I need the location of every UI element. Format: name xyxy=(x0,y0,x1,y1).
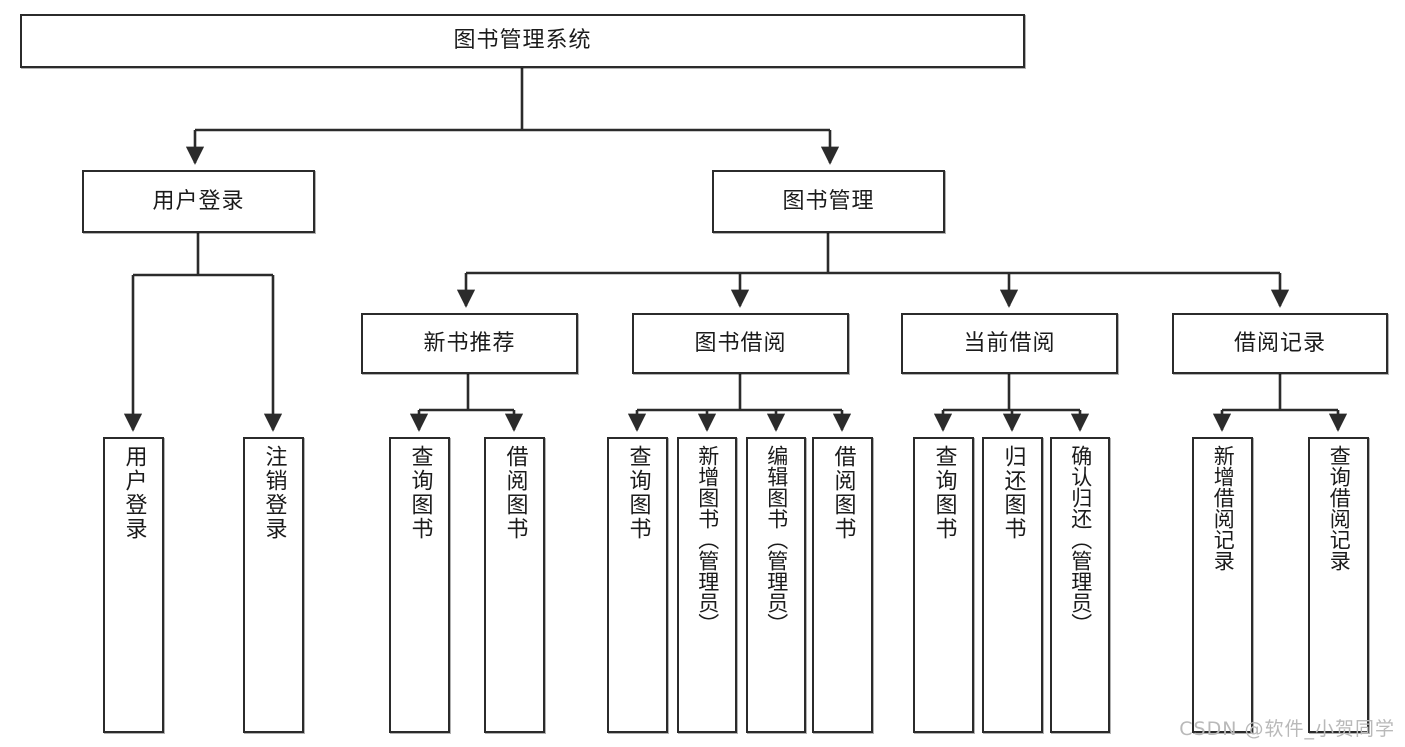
node-leaf-record-query[interactable]: 查询借阅记录 xyxy=(1308,437,1369,733)
node-leaf-return-book-label: 归还图书 xyxy=(1000,445,1026,541)
node-leaf-book-borrow[interactable]: 借阅图书 xyxy=(812,437,873,733)
node-leaf-record-add[interactable]: 新增借阅记录 xyxy=(1192,437,1253,733)
node-leaf-book-edit[interactable]: 编辑图书（管理员） xyxy=(746,437,806,733)
node-leaf-record-query-label: 查询借阅记录 xyxy=(1327,445,1352,571)
node-leaf-newbook-borrow-label: 借阅图书 xyxy=(502,445,528,541)
node-borrow[interactable]: 图书借阅 xyxy=(632,313,849,374)
node-leaf-borrow-query-label: 查询图书 xyxy=(625,445,651,541)
node-leaf-borrow-query[interactable]: 查询图书 xyxy=(607,437,668,733)
node-current[interactable]: 当前借阅 xyxy=(901,313,1118,374)
node-leaf-newbook-query-label: 查询图书 xyxy=(407,445,433,541)
node-newbook-label: 新书推荐 xyxy=(423,330,516,356)
node-leaf-confirm-return-label: 确认归还（管理员） xyxy=(1068,445,1093,634)
csdn-watermark: CSDN @软件_小贺同学 xyxy=(1179,718,1395,740)
node-root-label: 图书管理系统 xyxy=(453,28,592,54)
node-record-label: 借阅记录 xyxy=(1233,330,1326,356)
node-leaf-book-add[interactable]: 新增图书（管理员） xyxy=(677,437,737,733)
node-leaf-user-login-label: 用户登录 xyxy=(121,445,147,541)
node-borrow-label: 图书借阅 xyxy=(694,330,787,356)
node-login-label: 用户登录 xyxy=(152,188,245,214)
node-leaf-logout[interactable]: 注销登录 xyxy=(243,437,304,733)
node-leaf-book-add-label: 新增图书（管理员） xyxy=(695,445,720,634)
node-leaf-current-query-label: 查询图书 xyxy=(931,445,957,541)
node-login[interactable]: 用户登录 xyxy=(82,170,315,233)
node-leaf-current-query[interactable]: 查询图书 xyxy=(913,437,974,733)
node-bookmgmt-label: 图书管理 xyxy=(782,188,875,214)
node-leaf-book-edit-label: 编辑图书（管理员） xyxy=(764,445,789,634)
node-leaf-logout-label: 注销登录 xyxy=(261,445,287,541)
node-newbook[interactable]: 新书推荐 xyxy=(361,313,578,374)
node-leaf-record-add-label: 新增借阅记录 xyxy=(1211,445,1236,571)
node-leaf-return-book[interactable]: 归还图书 xyxy=(982,437,1043,733)
node-leaf-newbook-query[interactable]: 查询图书 xyxy=(389,437,450,733)
node-root[interactable]: 图书管理系统 xyxy=(20,14,1025,68)
node-bookmgmt[interactable]: 图书管理 xyxy=(712,170,945,233)
node-leaf-book-borrow-label: 借阅图书 xyxy=(830,445,856,541)
node-leaf-user-login[interactable]: 用户登录 xyxy=(103,437,164,733)
node-record[interactable]: 借阅记录 xyxy=(1172,313,1388,374)
node-leaf-confirm-return[interactable]: 确认归还（管理员） xyxy=(1050,437,1110,733)
node-current-label: 当前借阅 xyxy=(963,330,1056,356)
node-leaf-newbook-borrow[interactable]: 借阅图书 xyxy=(484,437,545,733)
